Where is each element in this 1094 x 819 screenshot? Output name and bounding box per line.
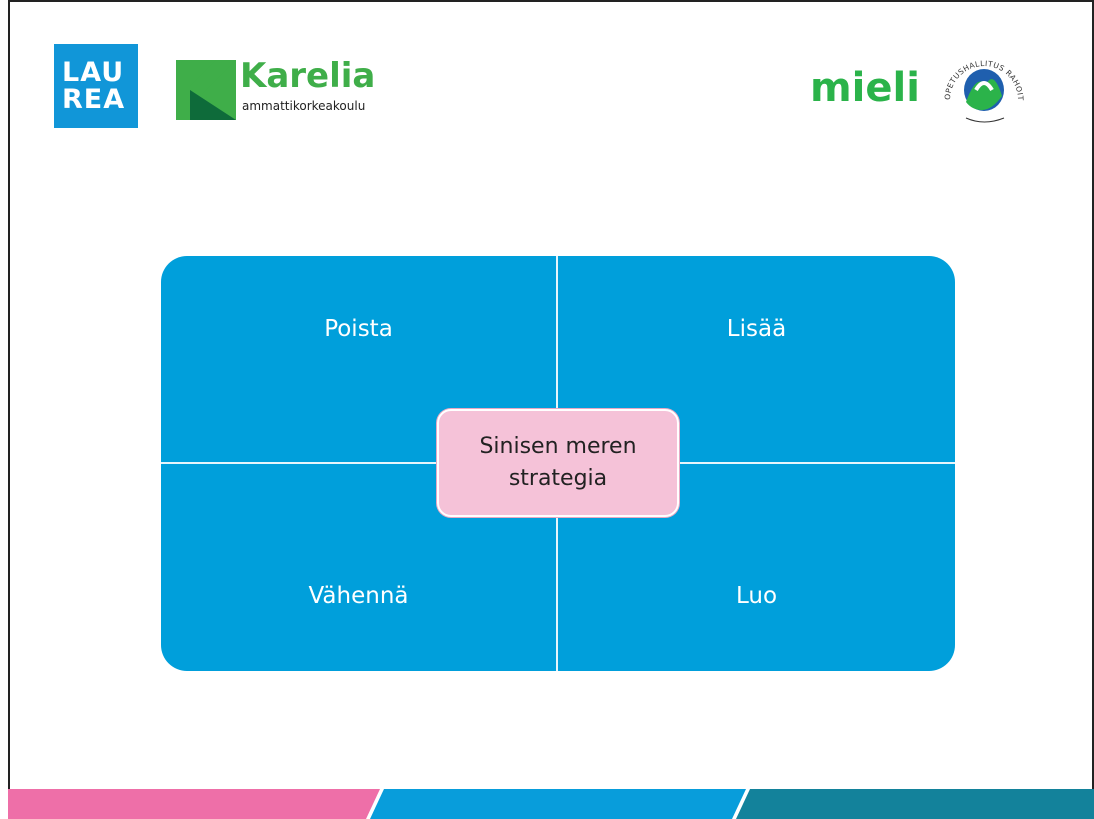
quadrant-bottom-left: Vähennä [161,464,556,671]
karelia-logo-name: Karelia [240,56,376,96]
quadrant-top-left: Poista [161,256,556,462]
laurea-logo: LAU REA [54,44,138,128]
karelia-k-icon [176,60,236,120]
karelia-logo-sub: ammattikorkeakoulu [242,99,366,113]
footer-stripe-pink [8,789,380,819]
quadrant-top-right: Lisää [558,256,955,462]
slide-frame [8,0,1094,819]
center-box: Sinisen meren strategia [437,409,679,517]
mieli-logo: mieli OPETUSHALLITUS RAHOITTAA HANKETTA [806,44,1046,130]
quadrant-label-lisaa: Lisää [726,316,787,342]
center-label-line2: strategia [508,466,608,491]
laurea-logo-line1: LAU [62,57,125,88]
mieli-logo-word: mieli [810,65,920,111]
karelia-logo: Karelia ammattikorkeakoulu [176,56,406,120]
center-label-line1: Sinisen meren [479,434,637,459]
quadrant-label-poista: Poista [324,316,393,342]
laurea-logo-line2: REA [62,84,126,115]
footer-stripe-blue [370,789,746,819]
footer-color-bar [8,789,1094,819]
quadrant-bottom-right: Luo [558,464,955,671]
quadrant-label-luo: Luo [735,582,778,609]
mieli-seal-icon: OPETUSHALLITUS RAHOITTAA HANKETTA [936,44,1025,123]
quadrant-label-vahenna: Vähennä [308,582,409,609]
footer-stripe-teal [736,789,1094,819]
